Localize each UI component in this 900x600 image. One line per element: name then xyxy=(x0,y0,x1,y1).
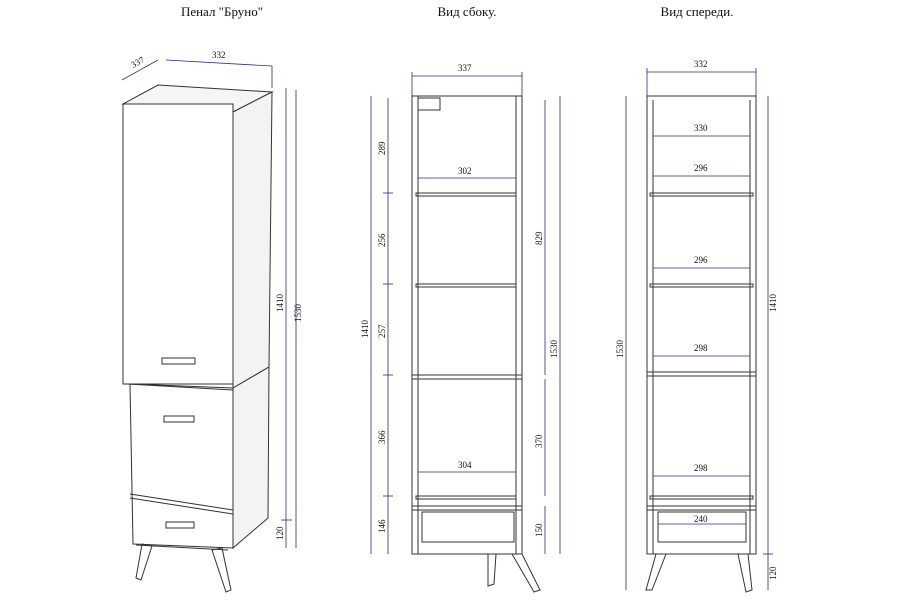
front-shelf3-label: 298 xyxy=(694,343,708,353)
perspective-leg-height-label: 120 xyxy=(275,526,285,540)
front-view-title: Вид спереди. xyxy=(660,4,734,19)
side-shelf1-depth-label: 302 xyxy=(458,166,472,176)
perspective-total-height-label: 1530 xyxy=(293,304,303,323)
side-body-height-label: 1410 xyxy=(360,320,370,339)
side-view xyxy=(411,95,541,593)
front-inner-top-label: 330 xyxy=(694,123,708,133)
front-leg-height-label: 120 xyxy=(768,566,778,580)
side-h4-label: 366 xyxy=(377,430,387,444)
front-shelf1-label: 296 xyxy=(694,163,708,173)
side-total-label: 1530 xyxy=(549,340,559,359)
front-width-label: 332 xyxy=(694,59,708,69)
side-h1-label: 289 xyxy=(377,141,387,155)
side-h3-label: 257 xyxy=(377,324,387,338)
side-upper-label: 829 xyxy=(534,231,544,245)
side-view-title: Вид сбоку. xyxy=(437,4,497,19)
front-total-height-label: 1530 xyxy=(615,340,625,359)
side-h5-label: 146 xyxy=(377,519,387,533)
side-drawer-label: 150 xyxy=(534,523,544,537)
side-bottom-depth-label: 304 xyxy=(458,460,472,470)
perspective-width-label: 332 xyxy=(212,50,226,60)
perspective-depth-label: 337 xyxy=(129,54,146,69)
perspective-view-title: Пенал "Бруно" xyxy=(180,4,264,19)
front-dimensions xyxy=(625,68,773,590)
front-drawer-label: 240 xyxy=(694,514,708,524)
side-depth-label: 337 xyxy=(458,63,472,73)
perspective-view xyxy=(121,84,274,593)
front-body-height-label: 1410 xyxy=(768,294,778,313)
front-view xyxy=(645,95,757,593)
front-shelf2-label: 296 xyxy=(694,255,708,265)
perspective-dimensions xyxy=(121,59,297,548)
perspective-body-height-label: 1410 xyxy=(275,294,285,313)
front-shelf4-label: 298 xyxy=(694,463,708,473)
side-lower-label: 370 xyxy=(534,434,544,448)
side-dimensions xyxy=(370,72,561,554)
side-h2-label: 256 xyxy=(377,233,387,247)
